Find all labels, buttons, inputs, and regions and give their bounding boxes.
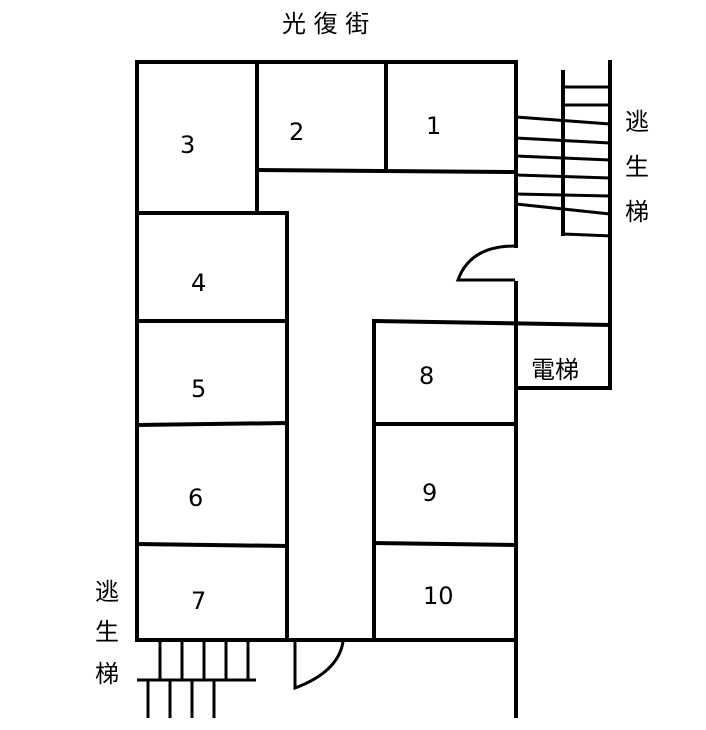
unit-label-2: 2 [289,118,304,146]
elevator-label: 電梯 [531,356,579,384]
unit-label-1: 1 [426,112,441,140]
fire-escape-right-char-1: 逃 [625,108,649,136]
fire-escape-left-char-1: 逃 [95,578,119,606]
unit-label-4: 4 [191,269,206,297]
unit-label-10: 10 [423,582,454,610]
fire-escape-right-char-3: 梯 [625,198,649,226]
elevator-box [514,60,612,390]
unit-label-3: 3 [180,131,195,159]
fire-escape-left-char-3: 梯 [95,660,119,688]
stairs-left-icon [137,642,256,718]
unit-label-7: 7 [191,587,206,615]
fire-escape-left-char-2: 生 [95,618,119,646]
unit-label-5: 5 [191,375,206,403]
left-units [134,211,290,642]
door-bottom-icon [293,641,345,691]
unit-label-6: 6 [188,484,203,512]
unit-label-8: 8 [419,362,434,390]
unit-3 [135,60,289,215]
fire-escape-right-char-2: 生 [625,153,649,181]
unit-label-9: 9 [422,479,437,507]
right-units [371,318,613,642]
street-label: 光 復 街 [282,10,369,38]
door-right-icon [455,244,516,282]
stairs-right-icon [515,70,613,238]
unit-2 [254,60,519,175]
